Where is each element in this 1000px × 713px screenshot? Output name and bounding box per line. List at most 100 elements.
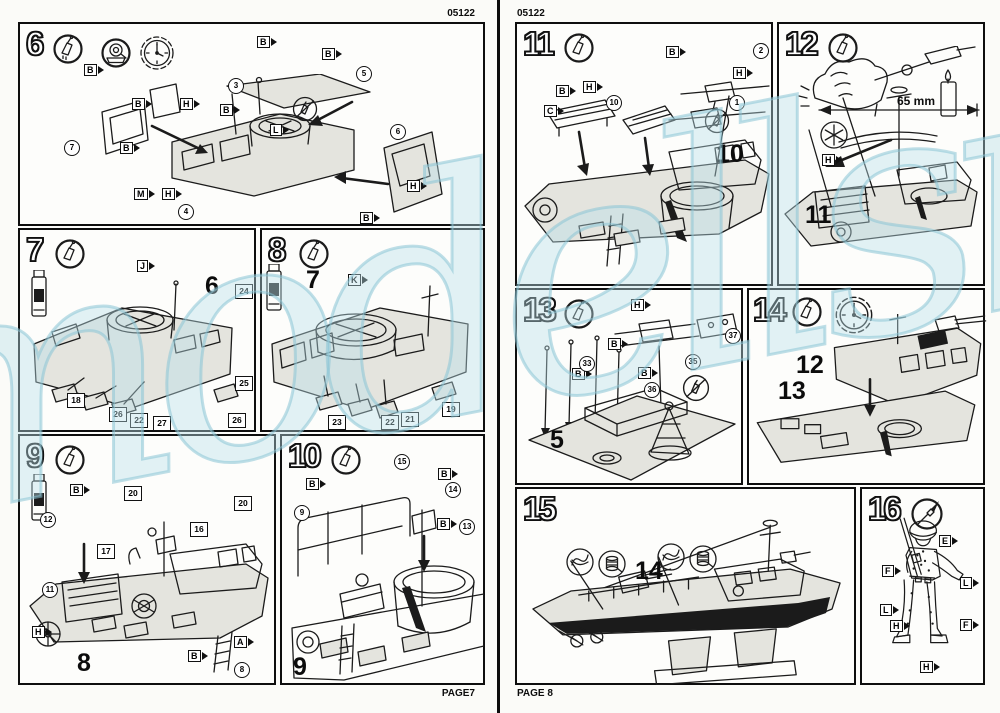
subassembly-label: 11: [805, 201, 832, 229]
decal-box: 22: [381, 415, 399, 430]
part-flag: B: [608, 338, 632, 350]
deck-illustration: [528, 313, 738, 481]
part-flag: B: [257, 36, 281, 48]
glue-icon: [298, 238, 330, 275]
exploded-cabin-illustration: [101, 74, 443, 213]
deck-fittings-illustration: [291, 496, 484, 681]
measure-65mm: 65 mm: [897, 94, 936, 108]
part-circle: 15: [394, 454, 410, 470]
kit-number: 05122: [517, 8, 545, 19]
part-circle: 10: [606, 95, 622, 111]
part-flag: B: [70, 484, 94, 496]
part-flag: H: [32, 626, 56, 638]
step-number: 6: [25, 25, 45, 62]
part-circle: 1: [729, 95, 745, 111]
part-flag: B: [438, 468, 462, 480]
boat-illustration: [524, 81, 770, 267]
asterisk-icon: [819, 120, 849, 155]
decal-box: 17: [97, 544, 115, 559]
part-flag: B: [120, 142, 144, 154]
part-flag: H: [631, 299, 655, 311]
part-circle: 37: [725, 328, 741, 344]
decal-box: 27: [153, 416, 171, 431]
part-circle: 12: [40, 512, 56, 528]
panel-step-11: 11: [515, 22, 773, 286]
glue-icon: [330, 444, 362, 481]
boat-illustration: [756, 314, 987, 463]
step-number: 10: [287, 437, 322, 474]
decal-box: 19: [442, 402, 460, 417]
panel-step-14: 14: [747, 288, 987, 485]
subassembly-label: 12: [796, 351, 824, 379]
kit-number: 05122: [447, 8, 475, 19]
decal-box: 22: [130, 413, 148, 428]
part-flag: H: [890, 620, 914, 632]
panel-step-13: 13 H: [515, 288, 743, 485]
paint-bottle-icon: [264, 263, 284, 317]
part-circle: 2: [753, 43, 769, 59]
part-flag: B: [360, 212, 384, 224]
part-circle: 36: [644, 382, 660, 398]
part-flag: L: [880, 604, 903, 616]
knot-icon: [656, 542, 686, 577]
glue-icon: [827, 32, 859, 69]
thread-spool-icon: [597, 549, 627, 584]
decal-box: 16: [190, 522, 208, 537]
subassembly-label: 8: [77, 649, 91, 677]
part-flag: L: [270, 124, 293, 136]
panel-step-9: 9: [18, 434, 276, 685]
stretch-sprue-illustration: [784, 46, 980, 247]
part-flag: H: [162, 188, 186, 200]
part-flag: H: [407, 180, 431, 192]
part-flag: H: [920, 661, 944, 673]
part-flag: H: [822, 154, 846, 166]
step-number: 14: [752, 291, 787, 328]
no-glue-icon: [292, 96, 318, 127]
part-circle: 8: [234, 662, 250, 678]
clock-icon: [833, 294, 875, 341]
panel-step-8: 8: [260, 228, 485, 432]
panel-step-7: 7: [18, 228, 256, 432]
part-flag: H: [583, 81, 607, 93]
part-circle: 5: [356, 66, 372, 82]
decal-box: 24: [235, 284, 253, 299]
superstructure-illustration: [271, 285, 469, 419]
part-flag: B: [220, 104, 244, 116]
subassembly-label: 9: [293, 653, 307, 681]
page-8: 05122 PAGE 8 11: [515, 8, 987, 699]
page-label: PAGE7: [441, 688, 475, 699]
soldier-figure-illustration: [892, 517, 964, 644]
part-flag: B: [188, 650, 212, 662]
complete-boat-illustration: [532, 519, 841, 685]
decal-box: 25: [235, 376, 253, 391]
part-flag: B: [84, 64, 108, 76]
part-flag: B: [306, 478, 330, 490]
part-flag: B: [132, 98, 156, 110]
subassembly-label: 7: [306, 266, 320, 294]
superstructure-illustration: [33, 280, 239, 417]
part-flag: M: [134, 188, 159, 200]
glue-icon: [791, 296, 823, 333]
subassembly-label: 10: [716, 140, 744, 168]
step-number: 15: [522, 490, 557, 527]
part-flag: J: [137, 260, 159, 272]
glue-icon: [52, 33, 84, 70]
step-number: 11: [522, 25, 556, 62]
panel-step-6: 6: [18, 22, 485, 226]
knot-icon: [565, 547, 595, 582]
step-number: 12: [784, 25, 819, 62]
part-flag: B: [638, 367, 662, 379]
subassembly-label: 13: [778, 377, 806, 405]
decal-box: 26: [109, 407, 127, 422]
part-flag: H: [733, 67, 757, 79]
panel-step-10: 10: [280, 434, 485, 685]
part-circle: 14: [445, 482, 461, 498]
glue-icon: [54, 238, 86, 275]
part-flag: F: [960, 619, 983, 631]
no-glue-icon: [704, 108, 730, 139]
step-number: 8: [267, 231, 287, 268]
part-circle: 6: [390, 124, 406, 140]
part-circle: 33: [579, 356, 595, 372]
part-flag: B: [556, 85, 580, 97]
step-number: 9: [25, 437, 45, 474]
